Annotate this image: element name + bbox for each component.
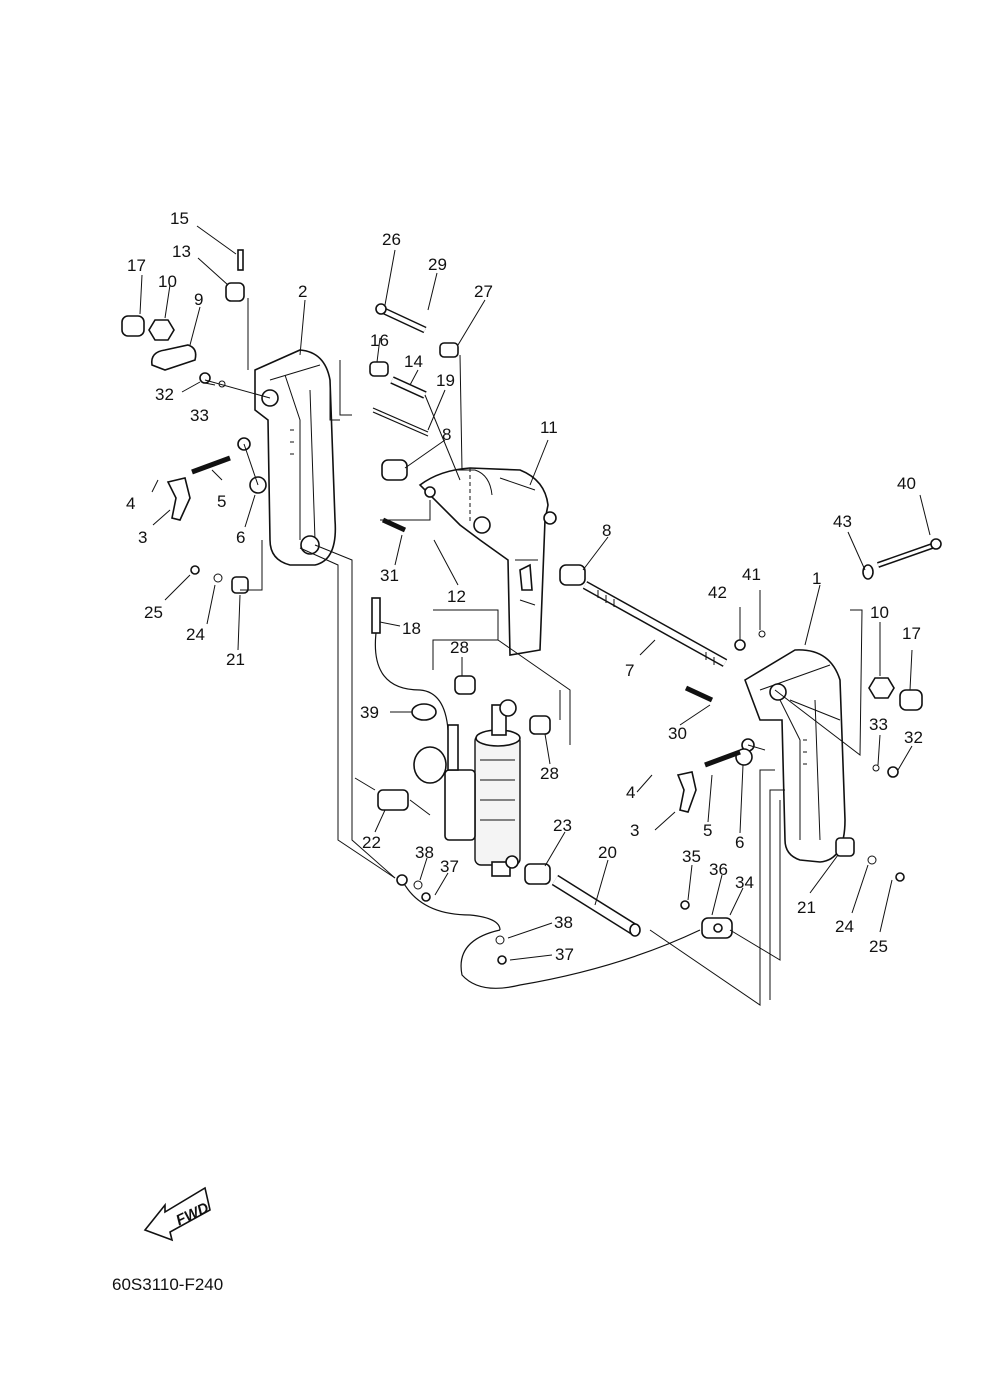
callout-14: 14 — [404, 352, 423, 371]
callout-20: 20 — [598, 843, 617, 862]
callout-32b: 32 — [904, 728, 923, 747]
callout-3b: 3 — [630, 821, 639, 840]
pin-26 — [375, 303, 427, 334]
callout-10: 10 — [158, 272, 177, 291]
callout-41: 41 — [742, 565, 761, 584]
callout-26: 26 — [382, 230, 401, 249]
left-clamp-bracket — [237, 349, 337, 566]
callout-2: 2 — [298, 282, 307, 301]
callout-27: 27 — [474, 282, 493, 301]
pin-14 — [390, 376, 427, 399]
callout-8b: 8 — [602, 521, 611, 540]
callout-5: 5 — [217, 492, 226, 511]
callout-9: 9 — [194, 290, 203, 309]
callout-17: 17 — [127, 256, 146, 275]
callout-25b: 25 — [869, 937, 888, 956]
callout-16: 16 — [370, 331, 389, 350]
callout-33: 33 — [190, 406, 209, 425]
callout-8: 8 — [442, 425, 451, 444]
callout-29: 29 — [428, 255, 447, 274]
callout-28: 28 — [450, 638, 469, 657]
callout-40: 40 — [897, 474, 916, 493]
tilt-cylinder-assembly — [413, 699, 521, 877]
callout-4b: 4 — [626, 783, 635, 802]
cotter-pin-19 — [372, 407, 429, 437]
callout-17b: 17 — [902, 624, 921, 643]
pin-15 — [237, 249, 244, 271]
callout-38b: 38 — [554, 913, 573, 932]
callout-6b: 6 — [735, 833, 744, 852]
callout-33b: 33 — [869, 715, 888, 734]
callout-5b: 5 — [703, 821, 712, 840]
callout-labels: 15 13 17 10 9 2 32 33 4 5 3 6 25 24 21 2… — [126, 209, 923, 964]
callout-11: 11 — [540, 418, 558, 437]
callout-38: 38 — [415, 843, 434, 862]
callout-4: 4 — [126, 494, 135, 513]
callout-34: 34 — [735, 873, 754, 892]
callout-37: 37 — [440, 857, 459, 876]
alignment-lines — [204, 298, 863, 1006]
callout-7: 7 — [625, 661, 634, 680]
callout-21: 21 — [226, 650, 245, 669]
right-clamp-bracket — [741, 649, 846, 863]
callout-6: 6 — [236, 528, 245, 547]
callout-24: 24 — [186, 625, 205, 644]
callout-10b: 10 — [870, 603, 889, 622]
callout-12: 12 — [447, 587, 466, 606]
callout-35: 35 — [682, 847, 701, 866]
callout-23: 23 — [553, 816, 572, 835]
callout-22: 22 — [362, 833, 381, 852]
callout-36: 36 — [709, 860, 728, 879]
callout-32: 32 — [155, 385, 174, 404]
callout-leaders — [139, 225, 931, 961]
tilt-tube-7 — [582, 581, 728, 667]
swivel-bracket — [418, 467, 557, 656]
callout-28b: 28 — [540, 764, 559, 783]
callout-25: 25 — [144, 603, 163, 622]
callout-15: 15 — [170, 209, 189, 228]
callout-24b: 24 — [835, 917, 854, 936]
callout-37b: 37 — [555, 945, 574, 964]
callout-3: 3 — [138, 528, 147, 547]
callout-42: 42 — [708, 583, 727, 602]
wire-harness — [374, 632, 701, 989]
callout-1: 1 — [812, 569, 821, 588]
callout-19: 19 — [436, 371, 455, 390]
figure-code: 60S3110-F240 — [112, 1275, 223, 1294]
callout-13: 13 — [172, 242, 191, 261]
callout-39: 39 — [360, 703, 379, 722]
callout-18: 18 — [402, 619, 421, 638]
callout-31: 31 — [380, 566, 399, 585]
callout-30: 30 — [668, 724, 687, 743]
callout-43: 43 — [833, 512, 852, 531]
callout-21b: 21 — [797, 898, 816, 917]
fwd-direction-arrow: FWD — [143, 1186, 212, 1242]
